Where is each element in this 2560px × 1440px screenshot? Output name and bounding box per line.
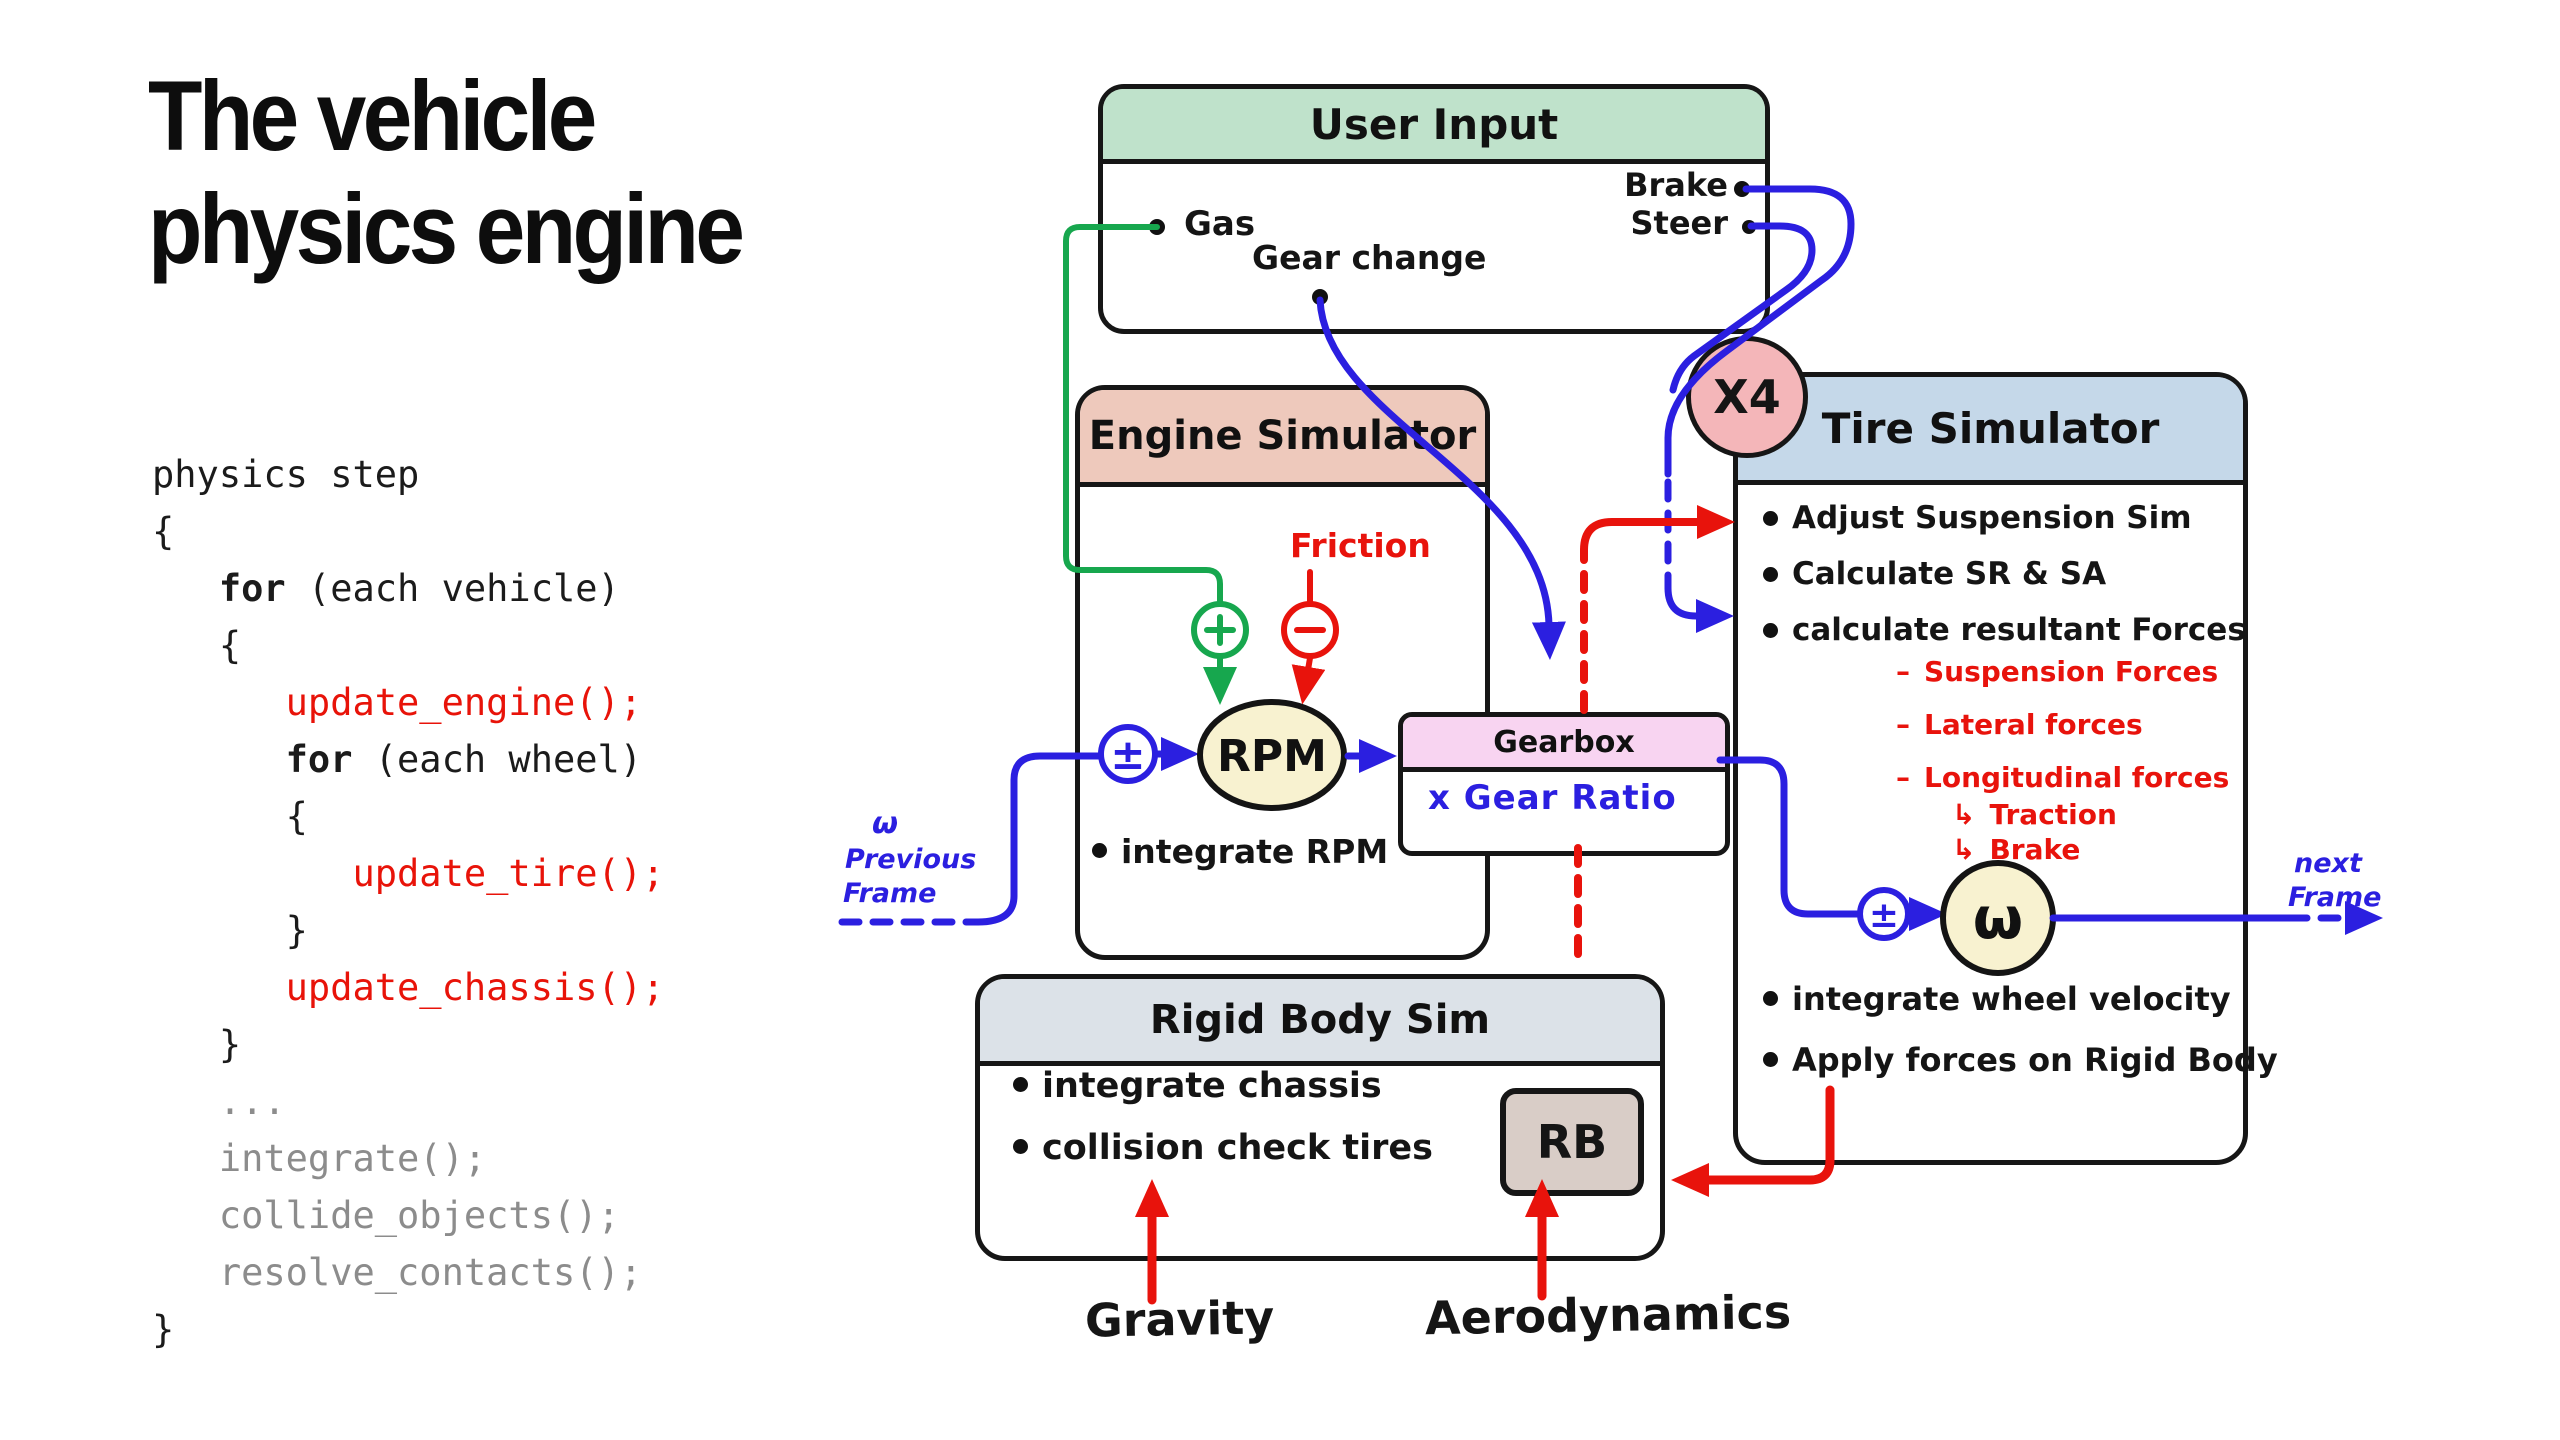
- bullet-dot-icon: [1013, 1139, 1028, 1154]
- page-title-line1: The vehicle: [148, 60, 597, 171]
- prev-frame-omega: ω: [872, 806, 899, 841]
- list-item-text: collision check tires: [1042, 1128, 1433, 1168]
- list-prefix-icon: –: [1896, 655, 1910, 688]
- next-frame-label-line1: next: [2294, 848, 2362, 879]
- code-line: collide_objects();: [152, 1194, 620, 1237]
- brake-steer-to-tire-arrow: [1664, 584, 1734, 633]
- force-item: –Longitudinal forces: [1896, 761, 2229, 794]
- list-item-text: Calculate SR & SA: [1792, 556, 2107, 592]
- page-title: The vehicle physics engine: [148, 60, 745, 286]
- rigid-bullet: collision check tires: [1013, 1128, 1433, 1168]
- tire-bottom-bullet: integrate wheel velocity: [1763, 980, 2278, 1018]
- gas-label: Gas: [1184, 204, 1256, 244]
- code-line: }: [152, 1308, 175, 1351]
- bullet-dot-icon: [1763, 511, 1778, 526]
- list-item-text: Traction: [1989, 798, 2117, 831]
- friction-label: Friction: [1290, 526, 1431, 565]
- engine-bullet: integrate RPM: [1092, 832, 1388, 871]
- code-line: physics step: [152, 453, 420, 496]
- prev-frame-label-line2: Frame: [843, 878, 937, 909]
- bullet-dot-icon: [1763, 623, 1778, 638]
- list-item-text: integrate chassis: [1042, 1066, 1382, 1106]
- tire-bottom-bullet: Apply forces on Rigid Body: [1763, 1041, 2278, 1079]
- list-prefix-icon: ↳: [1952, 798, 1976, 831]
- gearbox-to-tire-arrow: [1580, 505, 1735, 554]
- code-line: for (each vehicle): [218, 567, 620, 610]
- list-prefix-icon: –: [1896, 708, 1910, 741]
- list-item-text: Lateral forces: [1924, 708, 2143, 741]
- gear-change-label: Gear change: [1252, 238, 1487, 277]
- gearbox-box: Gearbox: [1398, 712, 1730, 856]
- list-item-text: Adjust Suspension Sim: [1792, 500, 2192, 536]
- bullet-dot-icon: [1763, 991, 1778, 1006]
- engine-simulator-box: Engine Simulator: [1075, 385, 1490, 960]
- code-line: }: [152, 1023, 242, 1066]
- rigid-body-sim-header: Rigid Body Sim: [980, 979, 1660, 1066]
- code-line: {: [152, 795, 308, 838]
- bullet-dot-icon: [1763, 1052, 1778, 1067]
- list-item-text: Longitudinal forces: [1924, 761, 2230, 794]
- list-prefix-icon: –: [1896, 761, 1910, 794]
- code-line: {: [152, 624, 242, 667]
- user-input-header: User Input: [1103, 89, 1765, 164]
- aerodynamics-label: Aerodynamics: [1424, 1284, 1792, 1346]
- code-line: update_tire();: [352, 852, 665, 895]
- force-item-list: –Suspension Forces–Lateral forces–Longit…: [1896, 655, 2229, 794]
- code-line: {: [152, 510, 175, 553]
- rigid-bullet-list: integrate chassis collision check tires: [1013, 1066, 1433, 1168]
- force-item: –Suspension Forces: [1896, 655, 2229, 688]
- list-prefix-icon: ↳: [1952, 833, 1976, 866]
- gear-ratio-label: x Gear Ratio: [1428, 778, 1677, 818]
- tire-bullet: Adjust Suspension Sim: [1763, 500, 2246, 536]
- bullet-dot-icon: [1763, 567, 1778, 582]
- tire-bullet: calculate resultant Forces: [1763, 612, 2246, 648]
- code-line: update_engine();: [285, 681, 643, 724]
- bullet-dot-icon: [1013, 1077, 1028, 1092]
- list-item-text: integrate wheel velocity: [1792, 980, 2231, 1018]
- force-subitem: ↳ Brake: [1952, 833, 2117, 866]
- x4-badge: X4: [1686, 336, 1808, 458]
- tire-simulator-header: Tire Simulator: [1738, 377, 2243, 485]
- steer-label: Steer: [1630, 204, 1728, 242]
- prev-frame-label-line1: Previous: [845, 844, 977, 875]
- bullet-dot-icon: [1092, 843, 1107, 858]
- code-line: integrate();: [152, 1137, 487, 1180]
- code-block: physics step { for (each vehicle) { updat…: [152, 446, 664, 1358]
- force-subitem: ↳ Traction: [1952, 798, 2117, 831]
- code-line: update_chassis();: [285, 966, 665, 1009]
- brake-label: Brake: [1624, 166, 1728, 204]
- gravity-label: Gravity: [1084, 1290, 1275, 1348]
- code-line: ...: [152, 1080, 286, 1123]
- engine-bullet-row: integrate RPM: [1092, 832, 1388, 871]
- next-frame-label-line2: Frame: [2288, 882, 2382, 913]
- list-item-text: Apply forces on Rigid Body: [1792, 1041, 2278, 1079]
- code-line: resolve_contacts();: [152, 1251, 643, 1294]
- code-line: }: [152, 909, 308, 952]
- code-line: for (each wheel): [285, 738, 643, 781]
- tire-bullet: Calculate SR & SA: [1763, 556, 2246, 592]
- engine-bullet-text: integrate RPM: [1121, 832, 1389, 871]
- list-item-text: calculate resultant Forces: [1792, 612, 2246, 648]
- rb-badge: RB: [1500, 1088, 1644, 1196]
- list-item-text: Brake: [1989, 833, 2081, 866]
- page-title-line2: physics engine: [148, 172, 745, 284]
- engine-simulator-header: Engine Simulator: [1080, 390, 1485, 487]
- force-item: –Lateral forces: [1896, 708, 2229, 741]
- force-subitem-list: ↳ Traction ↳ Brake: [1952, 798, 2117, 866]
- rigid-bullet: integrate chassis: [1013, 1066, 1433, 1106]
- list-item-text: Suspension Forces: [1924, 655, 2219, 688]
- gearbox-header: Gearbox: [1403, 717, 1725, 772]
